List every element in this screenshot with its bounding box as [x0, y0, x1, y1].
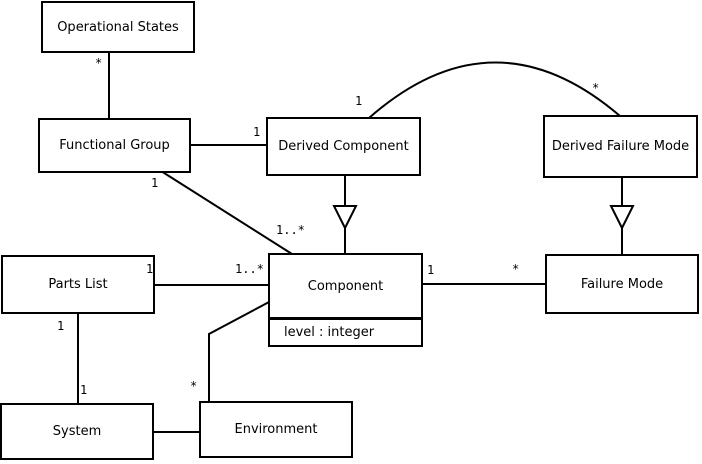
class-name: Derived Component — [278, 139, 409, 154]
multiplicity-label-arc-left: 1 — [355, 94, 363, 108]
class-attribute: level : integer — [284, 325, 375, 340]
multiplicity-label-system: 1 — [80, 383, 88, 397]
class-box-failure-mode: Failure Mode — [545, 254, 699, 314]
multiplicity-label-component-top: 1..* — [276, 223, 305, 237]
class-box-system: System — [0, 403, 154, 460]
multiplicity-label-failure-mode: * — [512, 262, 520, 276]
class-box-parts-list: Parts List — [1, 255, 155, 314]
multiplicity-label-operational-states: * — [95, 56, 103, 70]
class-name: System — [52, 424, 102, 439]
edge-derived-component-derived-failure-mode-arc — [368, 61, 621, 119]
class-box-derived-component: Derived Component — [266, 117, 421, 176]
edge-environment-component — [208, 301, 270, 402]
multiplicity-label-parts-list-bottom: 1 — [57, 319, 65, 333]
class-title-compartment: Component — [270, 255, 421, 320]
class-name: Failure Mode — [580, 276, 664, 292]
multiplicity-label-functional-group: 1 — [151, 176, 159, 190]
class-name: Derived Failure Mode — [551, 139, 690, 154]
multiplicity-label-component-left: 1..* — [235, 262, 264, 276]
class-box-environment: Environment — [199, 401, 353, 458]
multiplicity-label-arc-right: * — [592, 81, 600, 95]
class-name: Operational States — [57, 19, 179, 35]
class-name: Component — [307, 278, 384, 294]
class-name: Environment — [234, 422, 318, 437]
multiplicity-label-parts-list-right: 1 — [146, 262, 154, 276]
class-box-derived-failure-mode: Derived Failure Mode — [543, 115, 698, 178]
class-box-component: Component level : integer — [268, 253, 423, 347]
class-name: Parts List — [48, 277, 108, 292]
edge-functional-group-component — [160, 170, 293, 255]
class-attributes-compartment: level : integer — [270, 320, 421, 345]
generalization-triangle-icon — [609, 205, 635, 231]
generalization-triangle-icon — [332, 205, 358, 231]
multiplicity-label-environment: * — [190, 379, 198, 393]
class-box-functional-group: Functional Group — [38, 118, 191, 173]
multiplicity-label-derived-component: 1 — [253, 125, 261, 139]
class-box-operational-states: Operational States — [41, 1, 195, 53]
class-name: Functional Group — [59, 138, 170, 153]
multiplicity-label-component-right: 1 — [427, 263, 435, 277]
